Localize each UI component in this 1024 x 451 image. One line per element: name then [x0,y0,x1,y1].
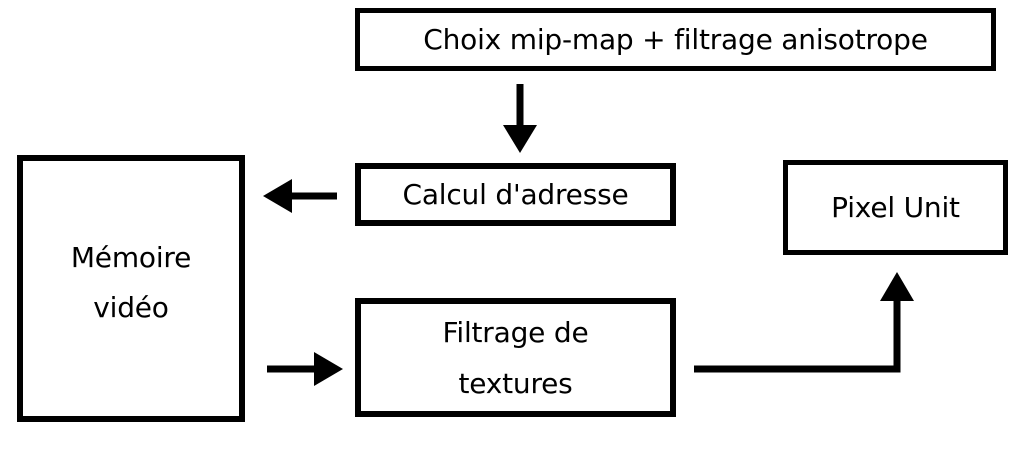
box-texture-filtering-label-line2: textures [458,366,573,400]
box-mip-map-choice: Choix mip-map + filtrage anisotrope [355,8,996,71]
box-video-memory: Mémoire vidéo [17,155,245,422]
box-video-memory-label-line1: Mémoire [70,241,192,274]
box-texture-filtering-label-line1: Filtrage de [442,315,589,349]
box-address-calculation: Calcul d'adresse [355,163,676,226]
box-pixel-unit-label: Pixel Unit [831,191,960,224]
arrow-texture-filtering-to-pixel-unit [694,272,914,373]
box-texture-filtering: Filtrage de textures [355,298,676,417]
box-address-calculation-label: Calcul d'adresse [402,178,629,211]
box-pixel-unit: Pixel Unit [783,160,1008,255]
arrow-mip-map-to-address-calc [503,84,537,153]
arrow-address-calc-to-video-memory [263,179,337,213]
box-video-memory-label-line2: vidéo [93,291,169,324]
arrow-video-memory-to-texture-filtering [267,352,343,386]
box-mip-map-choice-label: Choix mip-map + filtrage anisotrope [423,23,928,56]
